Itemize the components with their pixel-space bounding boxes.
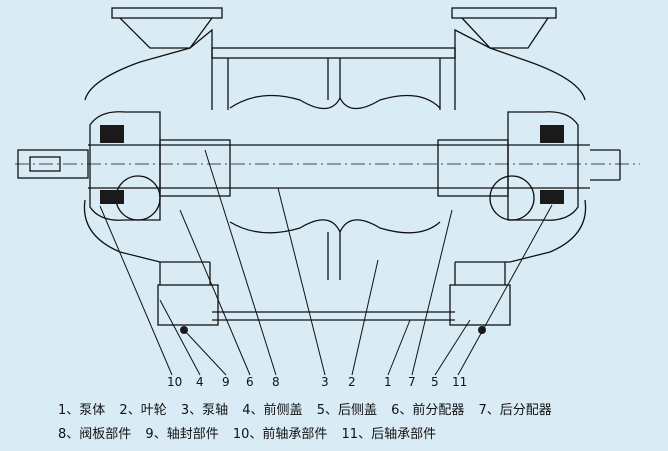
leader-4 xyxy=(159,299,201,376)
callouts: 10 4 9 6 8 3 2 1 7 5 11 xyxy=(167,375,467,389)
rear-seal-top xyxy=(540,125,564,143)
rear-seal-bottom xyxy=(540,190,564,204)
right-flange xyxy=(451,7,557,19)
leader-6 xyxy=(179,209,251,376)
pump-outline xyxy=(15,7,640,326)
legend-item: 9、轴封部件 xyxy=(145,427,219,442)
seals xyxy=(100,125,564,334)
callout-4: 4 xyxy=(196,375,204,389)
front-bearing-cover xyxy=(89,111,161,221)
leader-9 xyxy=(183,329,227,376)
leader-7 xyxy=(411,209,453,376)
callout-7: 7 xyxy=(408,375,416,389)
leader-2 xyxy=(351,259,379,376)
callout-9: 9 xyxy=(222,375,230,389)
legend-item: 10、前轴承部件 xyxy=(232,427,328,442)
left-flange xyxy=(111,7,223,19)
leader-10 xyxy=(99,205,173,376)
legend-item: 7、后分配器 xyxy=(478,403,552,418)
shaft-right-end xyxy=(590,149,621,181)
impeller-blade-top xyxy=(327,58,341,100)
front-seal-bottom xyxy=(100,190,124,204)
legend-item: 4、前侧盖 xyxy=(242,403,303,418)
right-body-top xyxy=(454,28,586,110)
legend-item: 1、泵体 xyxy=(58,403,106,418)
parts-legend: 1、泵体 2、叶轮 3、泵轴 4、前侧盖 5、后侧盖 6、前分配器 7、后分配器… xyxy=(58,399,562,447)
legend-item: 11、后轴承部件 xyxy=(341,427,437,442)
legend-item: 3、泵轴 xyxy=(180,403,229,418)
legend-row-2: 8、阀板部件 9、轴封部件 10、前轴承部件 11、后轴承部件 xyxy=(58,423,562,447)
callout-8: 8 xyxy=(272,375,280,389)
right-body-bottom xyxy=(455,199,587,263)
leader-8 xyxy=(204,149,277,376)
legend-item: 5、后侧盖 xyxy=(316,403,377,418)
casing-top-rib xyxy=(211,47,456,59)
leader-lines xyxy=(99,149,553,376)
legend-item: 6、前分配器 xyxy=(391,403,465,418)
rear-bearing-ring xyxy=(489,175,535,221)
callout-6: 6 xyxy=(246,375,254,389)
callout-1: 1 xyxy=(384,375,392,389)
impeller-bottom xyxy=(229,219,441,234)
legend-item: 2、叶轮 xyxy=(119,403,167,418)
callout-10: 10 xyxy=(167,375,182,389)
callout-11: 11 xyxy=(452,375,467,389)
impeller-top xyxy=(229,94,441,110)
impeller-blade-bottom xyxy=(327,232,341,280)
shaft xyxy=(88,144,590,189)
legend-item: 8、阀板部件 xyxy=(58,427,132,442)
left-body-top xyxy=(84,28,213,110)
callout-2: 2 xyxy=(348,375,356,389)
casing-top-walls xyxy=(227,58,441,110)
legend-row-1: 1、泵体 2、叶轮 3、泵轴 4、前侧盖 5、后侧盖 6、前分配器 7、后分配器 xyxy=(58,399,562,423)
leader-1 xyxy=(387,319,411,376)
casing-bottom xyxy=(212,311,455,321)
leader-5 xyxy=(434,319,471,376)
leader-3 xyxy=(277,187,326,376)
callout-3: 3 xyxy=(321,375,329,389)
left-body-bottom xyxy=(83,199,210,263)
shaft-keyway xyxy=(29,156,61,172)
leader-11 xyxy=(457,204,553,376)
pump-cross-section: 10 4 9 6 8 3 2 1 7 5 11 xyxy=(15,7,640,389)
left-foot xyxy=(157,284,219,326)
foot-webs xyxy=(159,262,506,285)
right-inlet xyxy=(461,17,549,49)
left-inlet xyxy=(119,17,213,49)
front-seal-top xyxy=(100,125,124,143)
right-foot xyxy=(449,284,511,326)
callout-5: 5 xyxy=(431,375,439,389)
